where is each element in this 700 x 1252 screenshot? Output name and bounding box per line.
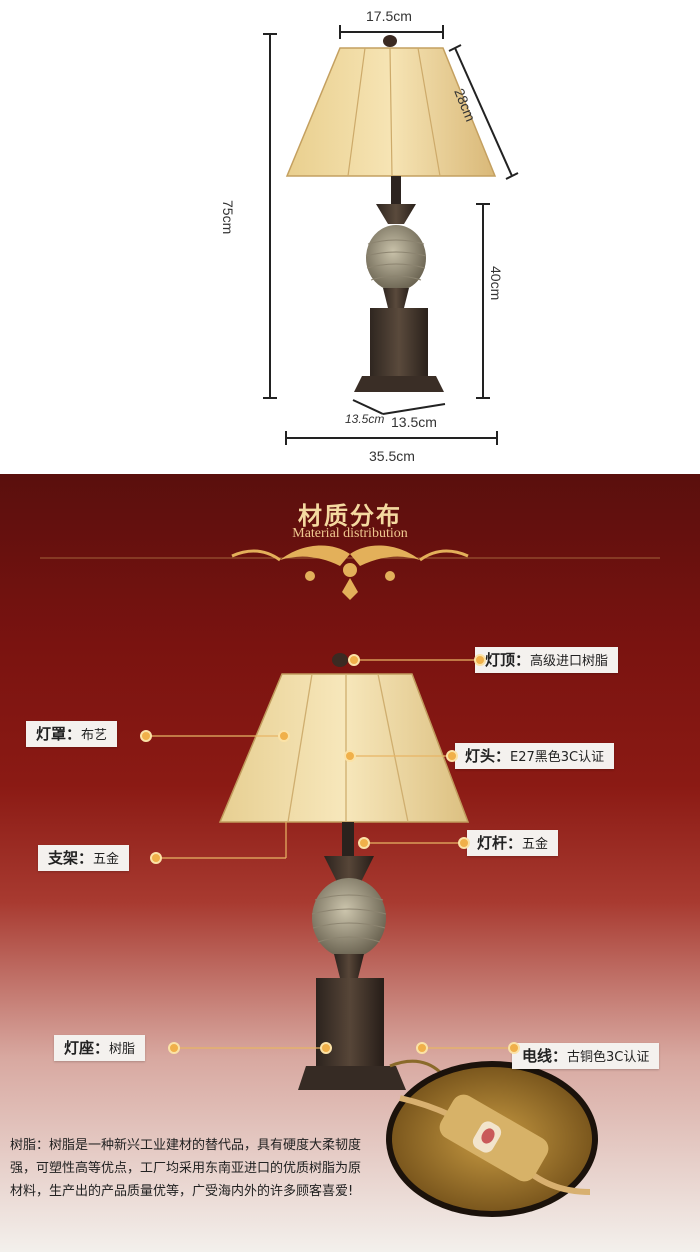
marker-dot <box>278 730 290 742</box>
label-lamp-top: 灯顶：高级进口树脂 <box>475 647 619 673</box>
dim-base-depth: 13.5cm <box>345 412 385 426</box>
dimension-diagram: 17.5cm 28cm 75cm 40cm 13.5cm 13.5cm 35.5… <box>0 0 700 474</box>
marker-dot <box>416 1042 428 1054</box>
label-lamp-pole: 灯杆：五金 <box>467 830 559 856</box>
marker-dot <box>150 852 162 864</box>
section-title: 材质分布 <box>298 502 402 530</box>
dim-top-width: 17.5cm <box>366 8 412 24</box>
resin-note: 树脂：树脂是一种新兴工业建材的替代品，具有硬度大柔韧度强，可塑性高等优点，工厂均… <box>10 1134 370 1203</box>
label-power-cord: 电线：古铜色3C认证 <box>512 1043 660 1069</box>
label-lamp-socket: 灯头：E27黑色3C认证 <box>455 743 615 769</box>
resin-note-text: 树脂是一种新兴工业建材的替代品，具有硬度大柔韧度强，可塑性高等优点，工厂均采用东… <box>10 1138 362 1199</box>
dim-base-width: 13.5cm <box>391 414 437 430</box>
material-distribution-section: 材质分布 Material distribution <box>0 474 700 1252</box>
marker-dot <box>344 750 356 762</box>
material-illustration <box>40 545 660 1217</box>
marker-dot <box>348 654 360 666</box>
lamp-dimension-illustration <box>263 25 519 445</box>
dim-total-height: 75cm <box>220 200 236 235</box>
marker-dot <box>140 730 152 742</box>
resin-note-prefix: 树脂： <box>10 1138 50 1153</box>
marker-dot <box>168 1042 180 1054</box>
ornament-icon <box>231 545 469 600</box>
marker-dot <box>508 1042 520 1054</box>
marker-dot <box>320 1042 332 1054</box>
section-subtitle: Material distribution <box>292 526 408 541</box>
label-lamp-base: 灯座：树脂 <box>54 1035 146 1061</box>
marker-dot <box>474 654 486 666</box>
label-bracket: 支架：五金 <box>38 845 130 871</box>
dim-shade-bottom-width: 35.5cm <box>369 448 415 464</box>
marker-dot <box>458 837 470 849</box>
label-lampshade: 灯罩：布艺 <box>26 721 118 747</box>
marker-dot <box>358 837 370 849</box>
marker-dot <box>446 750 458 762</box>
dim-base-height: 40cm <box>488 266 504 301</box>
